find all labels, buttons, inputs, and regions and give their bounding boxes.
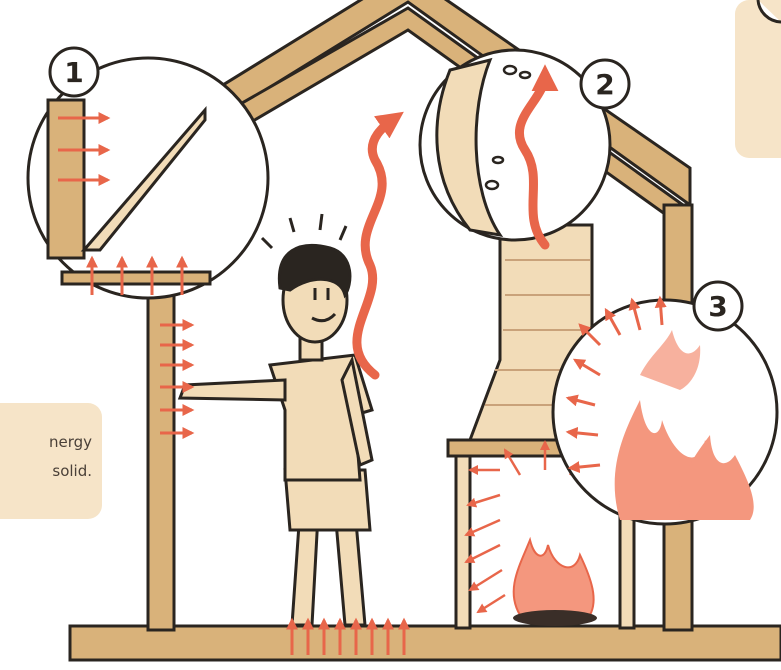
fireplace-fire-icon (513, 540, 597, 626)
magnifier-2: 2 (420, 50, 629, 245)
fireplace-left-pillar (456, 456, 470, 628)
badge-1-label: 1 (64, 56, 83, 89)
partial-badge-circle (758, 0, 781, 22)
person-icon (180, 245, 372, 625)
badge-2-label: 2 (595, 68, 614, 101)
badge-3-label: 3 (708, 290, 727, 323)
sweat-drops-icon (262, 214, 346, 248)
convection-arrow (357, 118, 395, 375)
